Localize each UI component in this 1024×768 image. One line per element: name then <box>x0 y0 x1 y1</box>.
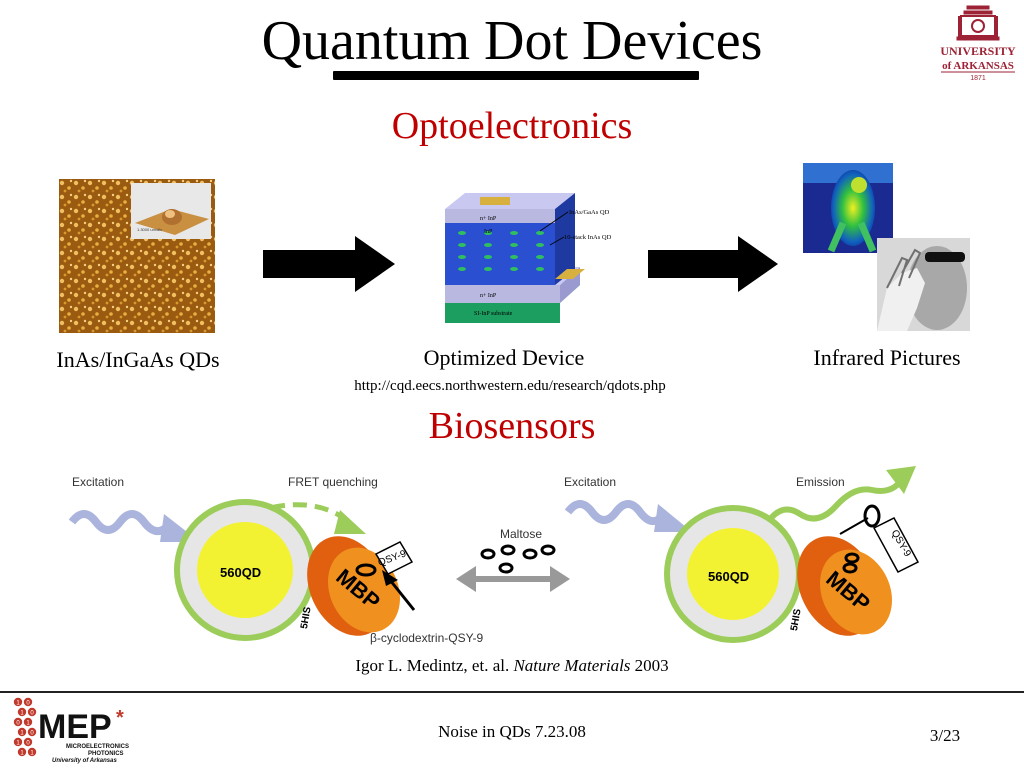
binary-bit-circle <box>23 737 33 747</box>
binary-bit-label: 0 <box>30 731 34 737</box>
binary-bit-label: 1 <box>26 721 30 727</box>
right-excitation-label: Excitation <box>564 475 616 489</box>
right-arrow-1 <box>263 236 395 292</box>
citation-year: 2003 <box>634 656 669 675</box>
citation-journal: Nature Materials <box>513 656 631 675</box>
mep-brand: MEP <box>38 708 112 746</box>
binary-bit-circle <box>17 727 27 737</box>
binary-bit-label: 1 <box>20 711 24 717</box>
right-qd-label: 560QD <box>708 569 749 584</box>
binary-bit-circle <box>23 697 33 707</box>
ir-caption: Infrared Pictures <box>813 345 961 370</box>
university-logo: UNIVERSITY of ARKANSAS 1871 <box>940 5 1016 82</box>
binary-bit-circle <box>23 717 33 727</box>
binary-bit-label: 0 <box>26 741 30 747</box>
left-qd-label: 560QD <box>220 565 261 580</box>
citation-authors: Igor L. Medintz, et. al. <box>355 656 510 675</box>
label-substrate: SI-InP substrate <box>474 311 513 317</box>
citation: Igor L. Medintz, et. al. Nature Material… <box>0 656 1024 676</box>
mep-star-icon: * <box>116 707 124 729</box>
binary-bit-circle <box>13 717 23 727</box>
left-his-label: 5HIS <box>299 606 314 630</box>
page-number: 3/23 <box>929 726 961 745</box>
binary-bit-circle <box>13 697 23 707</box>
left-cyclodextrin-label: β-cyclodextrin-QSY-9 <box>370 631 483 645</box>
binary-bit-label: 1 <box>16 741 20 747</box>
biosensor-fret-diagram: Excitation FRET quenching 560QD MBP 5HIS… <box>68 466 920 645</box>
logo-year: 1871 <box>970 75 986 82</box>
binary-bit-circle <box>13 737 23 747</box>
footer-divider <box>0 691 1024 693</box>
maltose-label: Maltose <box>500 527 542 541</box>
biosensors-heading: Biosensors <box>428 405 596 447</box>
binary-bit-circle <box>27 727 37 737</box>
logo-line1: UNIVERSITY <box>940 44 1016 58</box>
logo-line2: of ARKANSAS <box>942 60 1014 72</box>
title-underline <box>333 71 699 80</box>
binary-bit-circle <box>17 747 27 757</box>
mep-line1: MICROELECTRONICS <box>66 744 129 750</box>
qd-caption: InAs/InGaAs QDs <box>56 347 220 372</box>
binary-bit-label: 0 <box>26 701 30 707</box>
binary-bit-circle <box>17 707 27 717</box>
binary-bit-label: 1 <box>20 751 24 757</box>
binary-bit-label: 1 <box>16 701 20 707</box>
device-diagram: n+ InP InP n+ InP SI-InP substrate InAs/… <box>445 193 612 323</box>
label-stack: 10-stack InAs QD <box>564 234 612 241</box>
binary-bit-label: 1 <box>30 751 34 757</box>
device-caption: Optimized Device <box>423 345 585 370</box>
afm-qd-image: 1.3000 um/div <box>59 179 215 333</box>
ir-grayscale-image <box>877 238 970 331</box>
mep-line2: PHOTONICS <box>88 751 124 757</box>
binary-bit-label: 1 <box>20 731 24 737</box>
left-excitation-label: Excitation <box>72 475 124 489</box>
mep-line3: University of Arkansas <box>52 758 117 764</box>
binary-bit-label: 0 <box>16 721 20 727</box>
source-url[interactable]: http://cqd.eecs.northwestern.edu/researc… <box>354 378 666 394</box>
label-qd: InAs/GaAs QD <box>569 209 610 216</box>
label-bottom-layer: n+ InP <box>480 293 497 299</box>
footer-title: Noise in QDs 7.23.08 <box>438 722 586 741</box>
label-top-layer: n+ InP <box>480 216 497 222</box>
binary-bit-label: 0 <box>30 711 34 717</box>
right-emission-label: Emission <box>796 475 845 489</box>
afm-scale-label: 1.3000 um/div <box>137 227 162 232</box>
slide-title: Quantum Dot Devices <box>261 10 763 72</box>
label-inp: InP <box>484 229 493 235</box>
optoelectronics-heading: Optoelectronics <box>391 105 633 147</box>
binary-bit-circle <box>27 747 37 757</box>
right-his-label: 5HIS <box>789 608 804 632</box>
right-arrow-2 <box>648 236 778 292</box>
left-fret-label: FRET quenching <box>288 475 378 489</box>
binary-bit-circle <box>27 707 37 717</box>
